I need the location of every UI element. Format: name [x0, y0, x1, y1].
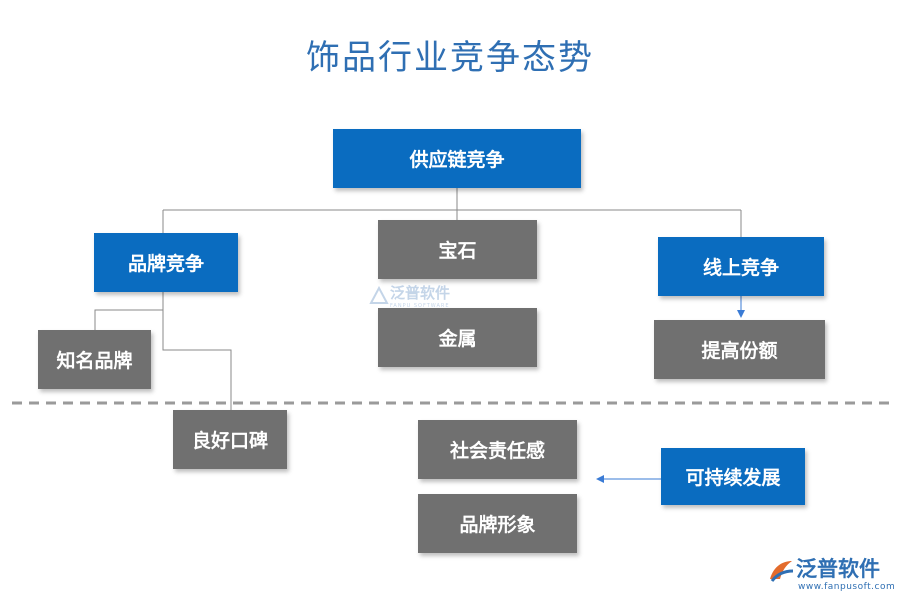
- node-gem: 宝石: [378, 220, 537, 279]
- connector-brand-reputation: [162, 292, 232, 410]
- connector-brand-famous: [94, 292, 164, 330]
- node-sustainable: 可持续发展: [661, 448, 805, 505]
- node-market-share: 提高份额: [654, 320, 825, 379]
- logo-url: www.fanpusoft.com: [798, 582, 896, 592]
- node-metal: 金属: [378, 308, 537, 367]
- node-brand-image: 品牌形象: [418, 494, 577, 553]
- node-online: 线上竞争: [658, 237, 824, 296]
- node-social-responsibility: 社会责任感: [418, 420, 577, 479]
- watermark-text: 泛普软件: [390, 284, 451, 302]
- watermark-logo-icon: [369, 285, 389, 304]
- node-famous-brand: 知名品牌: [38, 330, 151, 389]
- logo-name: 泛普软件: [796, 557, 880, 581]
- node-reputation: 良好口碑: [173, 410, 287, 469]
- watermark: 泛普软件 FANPU SOFTWARE: [368, 282, 450, 309]
- node-brand: 品牌竞争: [94, 233, 238, 292]
- brand-logo: 泛普软件 www.fanpusoft.com: [766, 553, 896, 597]
- node-supply-chain: 供应链竞争: [333, 129, 581, 188]
- page-title: 饰品行业竞争态势: [306, 38, 594, 78]
- fanpu-logo-icon: [770, 561, 794, 582]
- watermark-sub: FANPU SOFTWARE: [390, 303, 450, 309]
